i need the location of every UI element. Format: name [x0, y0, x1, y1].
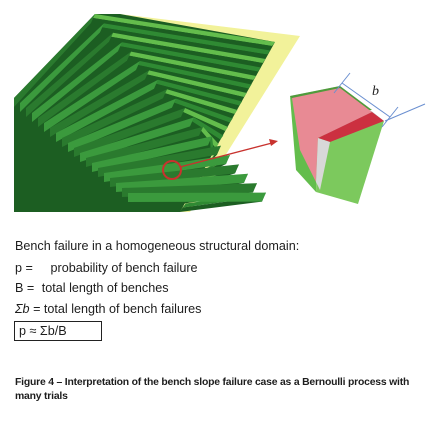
definition-sum-b: Σb = total length of bench failures [15, 302, 201, 316]
bench-riser [109, 36, 263, 68]
definition-sum-b-symbol: Σb [15, 302, 30, 316]
bench-side [80, 117, 194, 162]
bench-tread [129, 51, 257, 80]
bench-tread [183, 108, 228, 131]
bench-riser [145, 74, 244, 102]
bench-crop [0, 212, 428, 230]
formula-text: p ≈ Σb/B [19, 324, 67, 338]
wedge-block [290, 86, 384, 204]
bench-tread [165, 89, 238, 114]
definition-p-symbol: p = [15, 261, 33, 275]
bench-side [62, 89, 167, 147]
bench-side [98, 145, 221, 177]
bench-tread [147, 70, 247, 97]
bench-tread [102, 23, 271, 55]
bench-riser [136, 65, 249, 93]
bench-side [38, 51, 131, 127]
bench-tread [93, 14, 275, 46]
bench-side [92, 136, 212, 172]
bench-side [74, 108, 185, 157]
bench-tread [156, 79, 243, 106]
bench-side [26, 32, 113, 117]
wedge-front-face [316, 121, 384, 204]
bench-side [14, 14, 95, 107]
benches [0, 14, 428, 230]
definition-B-text: total length of benches [41, 281, 169, 295]
failure-marker [162, 160, 182, 180]
dimension-ext [384, 103, 426, 122]
wedge-failure-strip [318, 112, 384, 142]
dimension-tick-2 [381, 106, 399, 128]
bench-riser [127, 55, 254, 85]
bench-side [32, 42, 122, 123]
definition-sum-b-text: = total length of bench failures [33, 302, 202, 316]
bench-tread [192, 117, 224, 140]
bench-riser [163, 93, 235, 119]
definition-B: B = total length of benches [15, 281, 169, 295]
bench-riser [118, 46, 258, 76]
wedge-grey-strip [316, 138, 330, 190]
bench-tread [138, 61, 252, 89]
definition-B-symbol: B = [15, 281, 35, 295]
bench-side [56, 79, 158, 142]
bench-side [20, 23, 104, 112]
bench-side [128, 192, 266, 202]
dimension-label-b: b [372, 84, 379, 99]
bench-slope-diagram: b [0, 14, 428, 230]
pointer-arrow [179, 142, 273, 168]
bench-side [44, 61, 140, 132]
definition-p-text: probability of bench failure [50, 261, 198, 275]
bench-riser [100, 27, 268, 59]
dimension-line [341, 82, 391, 118]
bench-tread [111, 32, 266, 63]
bench-riser [154, 83, 240, 110]
wedge-failure-plane [292, 88, 372, 182]
diagram-heading: Bench failure in a homogeneous structura… [15, 239, 300, 253]
bench-tread [174, 98, 233, 123]
bench-tread [120, 42, 261, 72]
dimension-tick-1 [333, 72, 351, 94]
bench-riser [91, 18, 272, 51]
bench-side [50, 70, 149, 137]
formula-box: p ≈ Σb/B [14, 321, 102, 341]
bench-side [86, 126, 203, 167]
figure-caption: Figure 4 – Interpretation of the bench s… [15, 377, 410, 402]
pointer-arrow-head [269, 139, 278, 146]
bench-side [68, 98, 176, 152]
definition-p: p = probability of bench failure [15, 261, 198, 275]
